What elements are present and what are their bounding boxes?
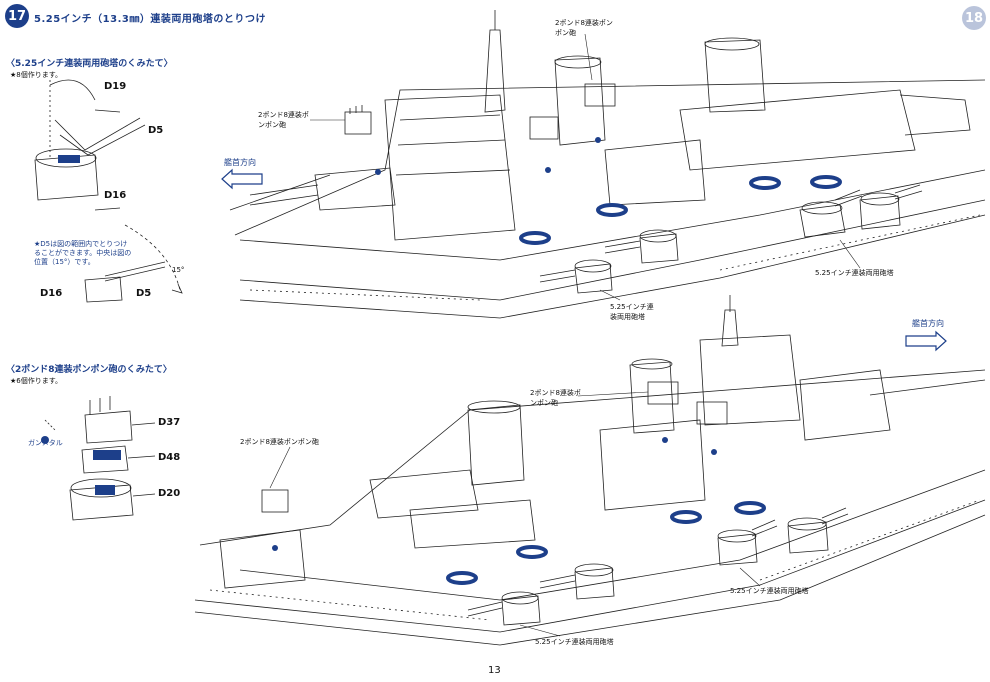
- upper-pompom-top-label: 2ポンド8連装ポンポン砲: [555, 19, 613, 37]
- gunmetal-label: ガンメタル: [28, 439, 63, 447]
- sub1-note: ★8個作ります。: [10, 71, 63, 79]
- part-D48: D48: [158, 452, 181, 463]
- angle-note: ★D5は図の範囲内でとりつけることができます。中央は図の位置（15°）です。: [34, 240, 132, 266]
- upper-ship-hull: [229, 10, 986, 319]
- upper-pompom-left-label: 2ポンド8連装ポンポン砲: [258, 111, 309, 129]
- part-D5: D5: [148, 125, 164, 136]
- bow-arrow-lower: [905, 330, 947, 352]
- part-D19: D19: [104, 81, 127, 92]
- part-D20: D20: [158, 488, 181, 499]
- upper-turrets: [539, 184, 923, 294]
- part-D16: D16: [104, 190, 127, 201]
- page-number: 13: [488, 665, 501, 676]
- blue-mount-rings: [446, 175, 842, 585]
- step-number-badge: 17: [5, 4, 29, 28]
- lower-turrets: [467, 507, 849, 626]
- sub2-note: ★6個作ります。: [10, 377, 63, 385]
- lower-turret-right-label: 5.25インチ連装両用砲塔: [730, 587, 809, 595]
- lower-turret-bottom-label: 5.25インチ連装両用砲塔: [535, 638, 614, 646]
- lower-pompom-left-label: 2ポンド8連装ポンポン砲: [240, 438, 319, 446]
- next-step-number: 18: [964, 10, 984, 26]
- bow-arrow-upper: [221, 168, 263, 190]
- lower-bow-label: 艦首方向: [912, 319, 944, 328]
- angle-part-D16: D16: [40, 288, 63, 299]
- part-D37: D37: [158, 417, 181, 428]
- step-title: 5.25インチ（13.3㎜）連装両用砲塔のとりつけ: [34, 14, 266, 25]
- angle-value: 15°: [172, 266, 185, 274]
- next-step-badge: 18: [962, 6, 986, 30]
- blue-dots: [41, 137, 717, 551]
- step-number: 17: [7, 8, 27, 24]
- deck-pompoms: [261, 83, 728, 513]
- upper-turret-right-label: 5.25インチ連装両用砲塔: [815, 269, 894, 277]
- lower-pompom-mid-label: 2ポンド8連装ポンポン砲: [530, 389, 581, 407]
- angle-part-D5: D5: [136, 288, 152, 299]
- lower-ship-hull: [194, 295, 986, 646]
- upper-turret-bottom-label: 5.25インチ連装両用砲塔: [610, 303, 654, 321]
- upper-bow-label: 艦首方向: [224, 158, 256, 167]
- sub1-title: 〈5.25インチ連装両用砲塔のくみたて〉: [6, 59, 173, 69]
- sub2-title: 〈2ポンド8連装ポンポン砲のくみたて〉: [6, 365, 172, 375]
